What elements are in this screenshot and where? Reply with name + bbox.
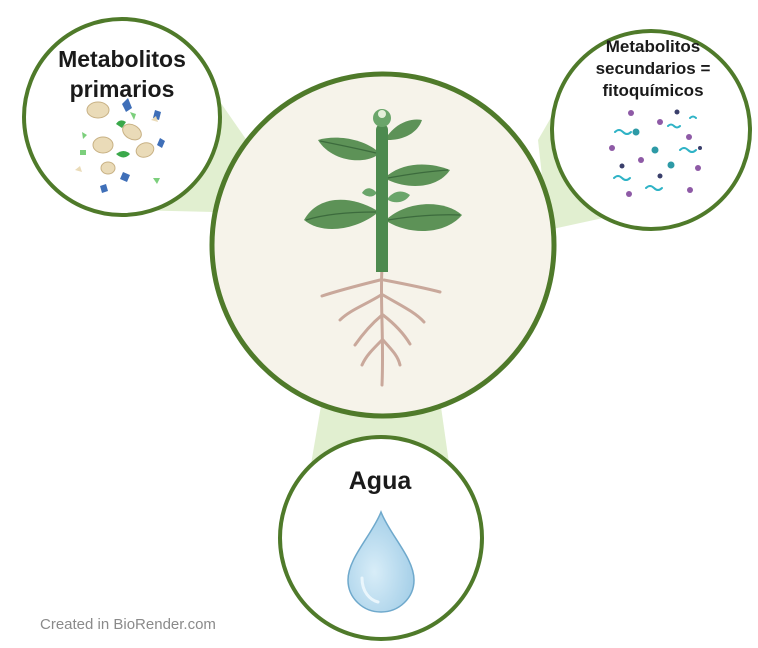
- primary-metabolites-circle: [22, 17, 222, 217]
- biorender-credit: Created in BioRender.com: [40, 616, 216, 633]
- primary-label-line2: primarios: [69, 76, 175, 102]
- primary-label-line1: Metabolitos: [58, 46, 186, 72]
- secondary-label-line1: Metabolitos: [605, 37, 701, 56]
- water-label: Agua: [348, 467, 412, 495]
- secondary-metabolites-label: Metabolitos secundarios = fitoquímicos: [560, 36, 746, 102]
- primary-metabolite-particles-icon: [75, 98, 165, 193]
- water-drop-icon: [347, 509, 415, 613]
- plant-icon: [304, 109, 462, 387]
- secondary-label-line3: fitoquímicos: [602, 81, 704, 100]
- phytochemical-particles-icon: [609, 109, 702, 197]
- secondary-label-line2: secundarios =: [595, 59, 711, 78]
- secondary-metabolites-circle: [550, 29, 752, 231]
- primary-metabolites-label: Metabolitos primarios: [22, 44, 222, 104]
